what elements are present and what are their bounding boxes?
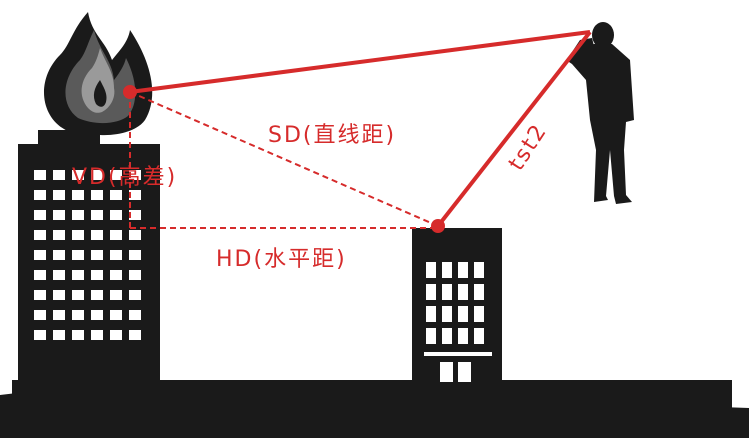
tall-building-window [129,330,141,340]
tall-building-window [129,250,141,260]
tall-building-window [72,330,84,340]
tall-building-window [72,270,84,280]
sd-dashed-line [129,91,439,227]
target-point [123,85,137,99]
tall-building-window [91,310,103,320]
tall-building-window [129,270,141,280]
short-building-window [474,306,484,322]
tall-building-window [53,330,65,340]
tall-building-window [53,170,65,180]
tall-building-window [110,190,122,200]
tall-building-window [53,210,65,220]
tall-building-window [72,230,84,240]
tall-building-window [72,210,84,220]
tall-building-window [91,250,103,260]
tall-building-window [34,310,46,320]
tall-building-window [53,290,65,300]
tall-building-window [72,310,84,320]
short-building-icon [412,228,502,390]
short-building-window [458,306,468,322]
tall-building-window [91,290,103,300]
tall-building-window [91,330,103,340]
tall-building-window [34,170,46,180]
tall-building-window [110,310,122,320]
person-observer-icon [566,22,634,204]
short-building-window [426,284,436,300]
tall-building-window [91,170,103,180]
tall-building-window [53,190,65,200]
tall-building-window [91,210,103,220]
tall-building-window [53,250,65,260]
short-building-window [442,284,452,300]
tall-building-window [129,290,141,300]
tall-building-windows [34,170,141,340]
short-building-windows [426,262,484,344]
tall-building-window [34,190,46,200]
sd-label: SD(直线距) [268,123,396,148]
tall-building-window [34,290,46,300]
tall-building-icon [18,130,160,388]
tall-building-window [110,170,122,180]
sight-line-to-target [129,30,591,94]
tall-building-window [129,210,141,220]
tall-building-window [110,270,122,280]
short-building-window [426,306,436,322]
flame-icon [43,12,153,136]
tall-building-window [53,230,65,240]
short-building-door-left [440,362,453,382]
short-building-window [474,262,484,278]
tall-building-window [129,170,141,180]
tst-label: tst2 [504,119,553,175]
short-building-window [458,284,468,300]
tall-building-window [53,310,65,320]
short-building-window [458,262,468,278]
short-building-window [442,262,452,278]
tall-building-window [110,330,122,340]
short-building-window [474,328,484,344]
tall-building-window [72,250,84,260]
sight-line-to-base [436,30,592,228]
tall-building-window [34,230,46,240]
short-building-window [442,306,452,322]
tall-building-window [91,230,103,240]
hd-label: HD(水平距) [216,247,347,272]
tall-building-window [72,170,84,180]
tall-building-window [110,230,122,240]
short-building-window [442,328,452,344]
short-building-ledge [424,352,492,356]
short-building-door-right [458,362,471,382]
tall-building-window [72,190,84,200]
base-point [431,219,445,233]
tall-building-window [110,250,122,260]
tall-building-window [129,310,141,320]
vd-label: VD(高差) [72,165,177,190]
tall-building-window [72,290,84,300]
tall-building-window [91,270,103,280]
tall-building-window [34,210,46,220]
tall-building-window [110,210,122,220]
short-building-window [426,262,436,278]
short-building-window [474,284,484,300]
tall-building-window [34,250,46,260]
tall-building-window [110,290,122,300]
short-building-window [458,328,468,344]
tall-building-window [34,270,46,280]
tall-building-window [129,190,141,200]
short-building-window [426,328,436,344]
tall-building-window [129,230,141,240]
tall-building-window [91,190,103,200]
tall-building-window [53,270,65,280]
tall-building-window [34,330,46,340]
